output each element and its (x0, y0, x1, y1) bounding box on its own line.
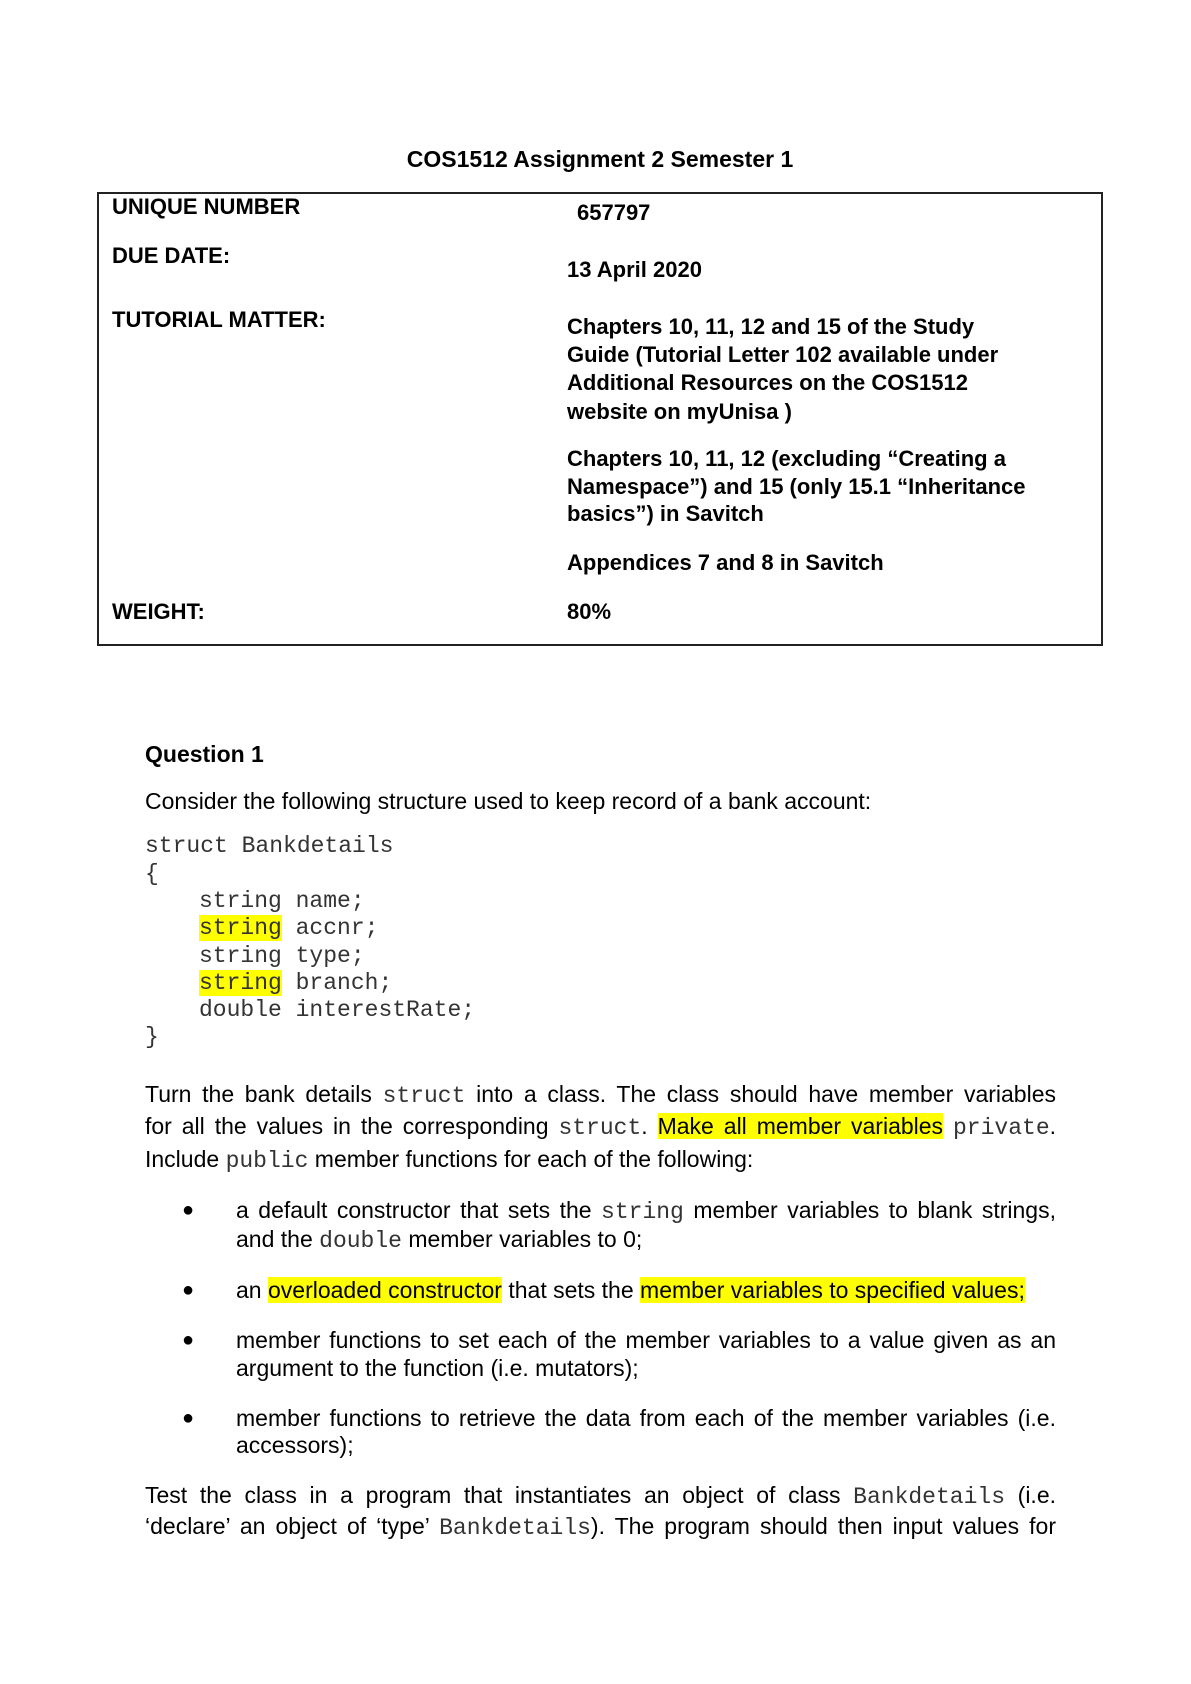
highlighted-text: overloaded constructor (267, 1277, 502, 1303)
code-line: double interestRate; (199, 995, 475, 1025)
text: . (1049, 1113, 1057, 1139)
text: Turn the bank details (145, 1081, 383, 1107)
code-member: branch; (281, 970, 393, 996)
question-intro: Consider the following structure used to… (145, 788, 872, 814)
text: ‘declare’ an object of ‘type’ (145, 1513, 440, 1539)
text: (i.e. (1005, 1482, 1057, 1508)
text: member functions for each of the followi… (308, 1146, 754, 1172)
question-heading: Question 1 (145, 741, 264, 767)
unique-number-label: UNIQUE NUMBER (112, 194, 301, 219)
text: member variables to blank strings, (683, 1197, 1056, 1223)
text: an (236, 1277, 268, 1303)
text: member variables to 0; (401, 1226, 643, 1252)
paragraph-line: Turn the bank details struct into a clas… (145, 1079, 1056, 1109)
code-line: string branch; (199, 968, 392, 998)
bullet-icon: ● (182, 1407, 195, 1429)
tutorial-matter-line: website on myUnisa ) (567, 399, 792, 424)
code-type: string (199, 943, 282, 969)
inline-code: double (319, 1228, 402, 1254)
code-type: string (199, 888, 282, 914)
text: into a class. The class should have memb… (465, 1081, 1056, 1107)
inline-code: struct (382, 1083, 466, 1109)
bullet-line: argument to the function (i.e. mutators)… (236, 1355, 639, 1381)
inline-code: public (225, 1148, 309, 1174)
code-line: string name; (199, 886, 365, 916)
code-type-highlighted: string (199, 915, 282, 941)
tutorial-matter-line: Chapters 10, 11, 12 (excluding “Creating… (567, 446, 1006, 471)
code-member: accnr; (281, 915, 379, 941)
inline-code: struct (558, 1115, 642, 1141)
highlighted-text: Make all member variables (657, 1113, 944, 1139)
text: ). The program should then input values … (590, 1513, 1056, 1539)
bullet-line: member functions to set each of the memb… (236, 1327, 1056, 1353)
code-member: type; (281, 943, 365, 969)
paragraph-line: Include public member functions for each… (145, 1144, 753, 1174)
due-date-label: DUE DATE: (112, 243, 231, 268)
inline-code: Bankdetails (439, 1515, 591, 1541)
tutorial-matter-line: Appendices 7 and 8 in Savitch (567, 550, 884, 575)
bullet-icon: ● (182, 1329, 195, 1351)
assignment-info-table (97, 192, 1103, 646)
bullet-icon: ● (182, 1279, 195, 1301)
text: and the (236, 1226, 320, 1252)
bullet-line: a default constructor that sets the stri… (236, 1195, 1056, 1225)
tutorial-matter-line: Additional Resources on the COS1512 (567, 370, 968, 395)
text: . (641, 1113, 658, 1139)
text: Test the class in a program that instant… (145, 1482, 854, 1508)
code-type: double (199, 997, 282, 1023)
text (943, 1113, 953, 1139)
code-line: string accnr; (199, 913, 378, 943)
paragraph-line: Test the class in a program that instant… (145, 1480, 1056, 1510)
code-line: string type; (199, 941, 365, 971)
paragraph-line: for all the values in the corresponding … (145, 1111, 1056, 1141)
tutorial-matter-line: Namespace”) and 15 (only 15.1 “Inheritan… (567, 474, 1026, 499)
bullet-line: an overloaded constructor that sets the … (236, 1275, 1025, 1305)
bullet-line: and the double member variables to 0; (236, 1224, 642, 1254)
text: that sets the (501, 1277, 641, 1303)
code-line: { (145, 861, 159, 887)
inline-code: Bankdetails (853, 1484, 1005, 1510)
code-member: interestRate; (281, 997, 476, 1023)
text: Include (145, 1146, 226, 1172)
text: a default constructor that sets the (236, 1197, 602, 1223)
tutorial-matter-line: Guide (Tutorial Letter 102 available und… (567, 342, 999, 367)
code-member: name; (281, 888, 365, 914)
bullet-icon: ● (182, 1199, 195, 1221)
weight-label: WEIGHT: (112, 599, 205, 624)
weight-value: 80% (567, 599, 612, 624)
text: for all the values in the corresponding (145, 1113, 559, 1139)
page-title: COS1512 Assignment 2 Semester 1 (406, 146, 794, 172)
unique-number-value: 657797 (577, 200, 651, 225)
paragraph-line: ‘declare’ an object of ‘type’ Bankdetail… (145, 1511, 1056, 1541)
tutorial-matter-line: basics”) in Savitch (567, 501, 764, 526)
tutorial-matter-label: TUTORIAL MATTER: (112, 307, 326, 332)
tutorial-matter-line: Chapters 10, 11, 12 and 15 of the Study (567, 314, 975, 339)
code-type-highlighted: string (199, 970, 282, 996)
inline-code: private (953, 1115, 1050, 1141)
highlighted-text: member variables to specified values; (640, 1277, 1025, 1303)
bullet-line: member functions to retrieve the data fr… (236, 1405, 1056, 1431)
inline-code: string (601, 1199, 684, 1225)
code-line: } (145, 1024, 159, 1050)
due-date-value: 13 April 2020 (567, 257, 702, 282)
code-line: struct Bankdetails (145, 833, 394, 859)
bullet-line: accessors); (236, 1432, 354, 1458)
